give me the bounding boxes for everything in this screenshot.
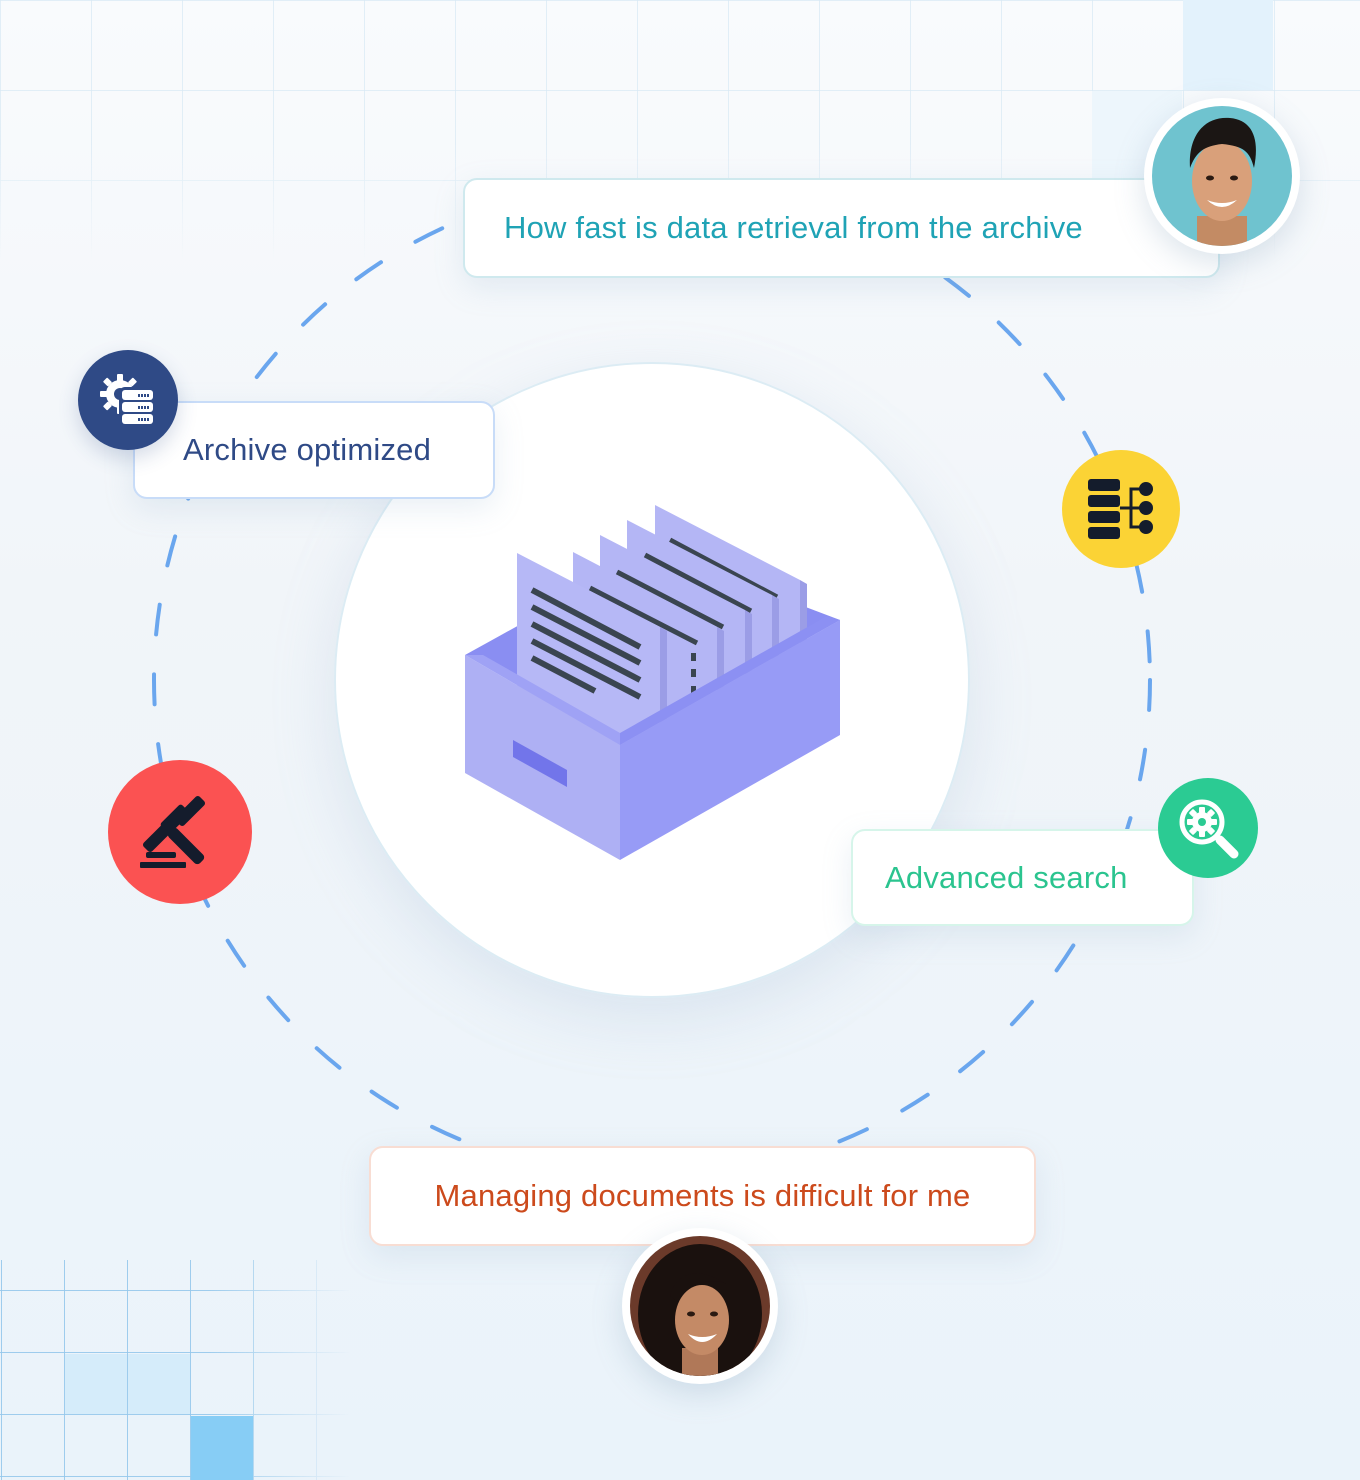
grid-highlight-cell (65, 1354, 127, 1414)
card-text: Archive optimized (183, 432, 432, 467)
woman-avatar (622, 1228, 778, 1384)
card-text: Managing documents is difficult for me (434, 1178, 971, 1213)
feature-card-advanced-search: Advanced search (851, 829, 1194, 926)
feature-card-archive-optimized: Archive optimized (133, 401, 495, 499)
database-hierarchy-icon (1062, 450, 1180, 568)
archive-box-icon (465, 505, 840, 860)
question-card-retrieval-speed: How fast is data retrieval from the arch… (463, 178, 1220, 278)
card-text: How fast is data retrieval from the arch… (504, 210, 1083, 245)
grid-highlight-cell (128, 1354, 190, 1414)
man-avatar (1144, 98, 1300, 254)
search-settings-icon (1158, 778, 1258, 878)
server-settings-icon (78, 350, 178, 450)
grid-highlight-cell (191, 1416, 253, 1480)
card-text: Advanced search (885, 859, 1128, 895)
grid-highlight-cell (1183, 0, 1273, 90)
gavel-icon (108, 760, 252, 904)
